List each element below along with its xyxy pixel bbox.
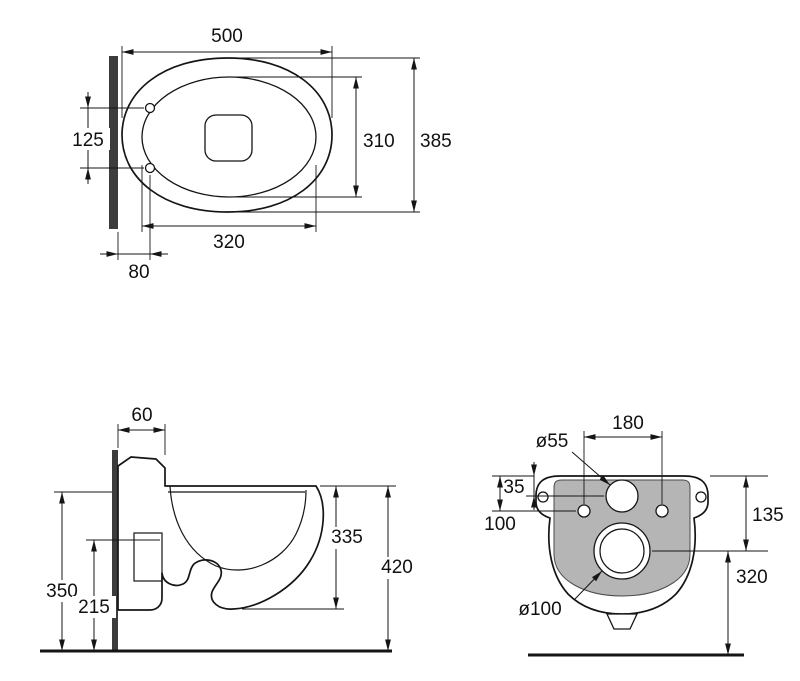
flange-hole-left (537, 491, 549, 503)
rear-dim-35: 35 (492, 462, 604, 510)
dim-label-hole-wall-offset: 80 (128, 262, 149, 283)
dim-label-opening-length: 320 (213, 232, 245, 253)
rear-dim-outlet-dia: ø100 (518, 570, 603, 620)
mounting-box (133, 532, 163, 582)
drain-outlet-inner (599, 528, 645, 574)
dim-label-inner-width: 310 (363, 131, 395, 152)
side-dim-60: 60 (117, 405, 166, 455)
side-dim-215: 215 (72, 539, 160, 651)
dim-label-outlet-diameter: ø100 (518, 599, 561, 620)
rear-dim-180: 180 (583, 413, 663, 504)
plan-dim-310: 310 (232, 76, 395, 198)
wall-section-plan (109, 56, 118, 229)
outlet-spigot (605, 613, 639, 630)
dim-label-underside-height: 350 (46, 581, 78, 602)
fixing-hole-left (577, 504, 591, 518)
trapway-outline-plan (204, 114, 253, 162)
fixing-hole-right (655, 504, 669, 518)
dim-label-body-height: 335 (331, 527, 363, 548)
plan-view: 500 385 310 125 (66, 26, 452, 283)
label-backing (72, 596, 116, 618)
dim-label-outlet-axis-height: 215 (78, 597, 110, 618)
dim-label-inlet-setback: 60 (131, 405, 152, 426)
dim-label-overall-length: 500 (211, 26, 243, 47)
dim-label-inlet-top-offset: 35 (503, 477, 524, 498)
bowl-inner-curve (169, 485, 307, 571)
rear-dim-100: 100 (484, 476, 576, 535)
water-inlet-hole (605, 479, 639, 513)
plan-dim-320: 320 (141, 165, 317, 253)
label-backing (326, 527, 368, 549)
dim-label-overall-height: 420 (381, 557, 413, 578)
seat-fixing-hole-top (144, 102, 156, 114)
dim-label-fixing-top-offset: 100 (484, 514, 516, 535)
label-backing (376, 557, 418, 579)
seat-fixing-hole-bottom (144, 162, 156, 174)
rear-dim-135: 135 (652, 475, 784, 552)
plan-dim-385: 385 (232, 57, 452, 213)
dim-label-fixing-spacing: 180 (612, 413, 644, 434)
dim-label-overall-width: 385 (420, 131, 452, 152)
plan-dim-125: 125 (66, 92, 144, 184)
leader-line (573, 570, 603, 601)
plan-dim-500: 500 (121, 26, 333, 118)
rear-view: 180 ø55 35 100 135 (484, 413, 784, 657)
dim-label-outlet-floor-height: 320 (736, 567, 768, 588)
dim-label-outlet-top-offset: 135 (752, 505, 784, 526)
plan-dim-80: 80 (100, 175, 168, 283)
side-dim-420: 420 (376, 486, 418, 651)
drain-outlet-outer (593, 522, 651, 580)
dim-label-inlet-diameter: ø55 (536, 431, 569, 452)
side-dim-350: 350 (40, 491, 112, 651)
wall-section-side (112, 450, 118, 651)
dim-label-hole-spacing: 125 (72, 130, 104, 151)
label-backing (66, 128, 110, 150)
rear-dim-inlet-dia: ø55 (536, 431, 611, 486)
side-dim-335: 335 (242, 485, 396, 610)
side-view: 60 350 215 335 420 (40, 405, 418, 653)
flange-hole-right (695, 491, 707, 503)
leader-line (571, 451, 611, 486)
wc-side-profile (117, 456, 325, 611)
rear-dim-320: 320 (725, 551, 768, 655)
